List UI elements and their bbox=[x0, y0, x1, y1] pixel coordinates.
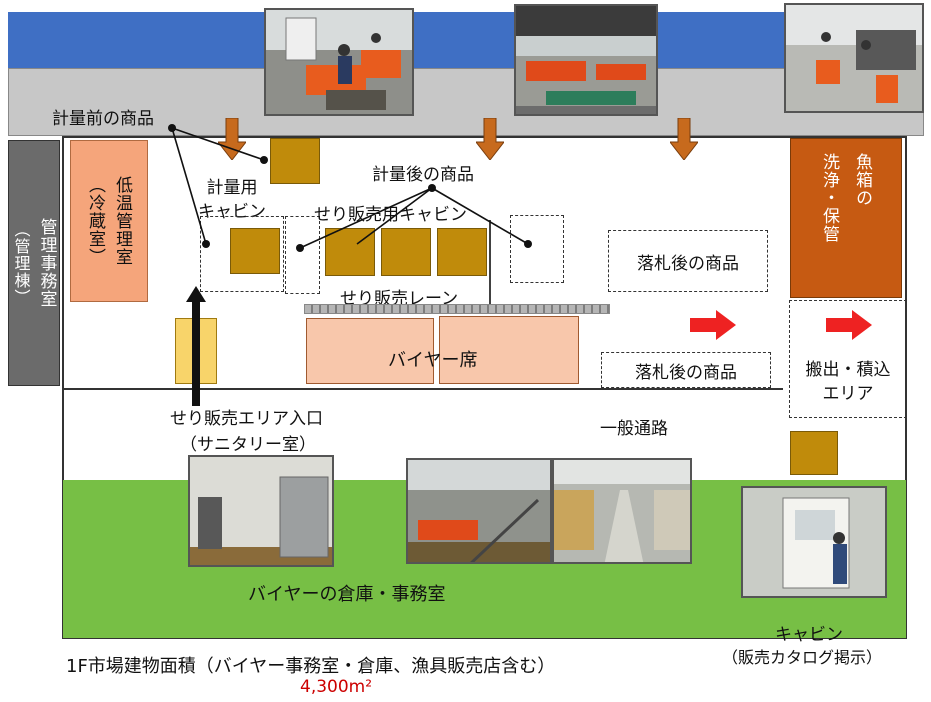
shipping-area-line1: 搬出・積込 bbox=[805, 360, 891, 380]
entrance-label-2: （サニタリー室） bbox=[180, 435, 316, 455]
auction-cabin-2 bbox=[381, 228, 431, 276]
shipping-area bbox=[789, 300, 907, 418]
photo-auction-hall bbox=[514, 4, 658, 116]
fish-box-left: 洗浄・保管 bbox=[819, 153, 839, 243]
right-arrow-2 bbox=[826, 310, 872, 340]
right-arrow-1 bbox=[690, 310, 736, 340]
shipping-area-label: 搬出・積込 エリア bbox=[792, 358, 904, 406]
admin-office-sub: （管理棟） bbox=[11, 220, 31, 306]
buyer-warehouse-label: バイヤーの倉庫・事務室 bbox=[248, 584, 446, 605]
auction-cabin-label: せり販売用キャビン bbox=[314, 205, 467, 225]
blue-top-band bbox=[8, 12, 924, 70]
admin-office: （管理棟） 管理事務室 bbox=[8, 140, 60, 386]
weigh-cabin-line1: 計量用 bbox=[206, 178, 258, 198]
weigh-cabin-area bbox=[200, 216, 284, 292]
weigh-cabin-line2: キャビン bbox=[198, 202, 266, 222]
buyer-seats-label: バイヤー席 bbox=[388, 350, 478, 371]
weigh-cabin-label: 計量用 キャビン bbox=[198, 176, 266, 224]
auction-lane-rail bbox=[304, 304, 610, 314]
cold-room-main: 低温管理室 bbox=[112, 176, 132, 266]
photo-passage bbox=[552, 458, 692, 564]
auction-goods-area bbox=[510, 215, 564, 283]
pre-weigh-box bbox=[270, 138, 320, 184]
down-arrow-3 bbox=[670, 118, 698, 160]
admin-office-main: 管理事務室 bbox=[36, 218, 57, 308]
auction-cabin-3 bbox=[437, 228, 487, 276]
divider-line bbox=[63, 388, 783, 390]
entrance-arrow bbox=[186, 286, 206, 406]
cold-room-sub: （冷蔵室） bbox=[85, 176, 105, 266]
entrance-label-1: せり販売エリア入口 bbox=[170, 409, 323, 429]
fish-box-right: 魚箱の bbox=[852, 153, 872, 207]
won-goods-area-2: 落札後の商品 bbox=[601, 352, 771, 388]
catalog-cabin-box bbox=[790, 431, 838, 475]
shipping-area-line2: エリア bbox=[822, 384, 874, 404]
post-weigh-area bbox=[285, 216, 320, 294]
photo-warehouse-1 bbox=[406, 458, 552, 564]
footer-area-value: 4,300m² bbox=[300, 677, 373, 697]
photo-fish-box bbox=[784, 3, 924, 113]
down-arrow-2 bbox=[476, 118, 504, 160]
buyer-seats-left bbox=[306, 318, 434, 384]
buyer-seats-right bbox=[439, 316, 579, 384]
photo-sanitary-room bbox=[188, 455, 334, 567]
footer-area-label: 1F市場建物面積（バイヤー事務室・倉庫、漁具販売店含む） bbox=[66, 656, 556, 677]
photo-unloading bbox=[264, 8, 414, 116]
general-passage-label: 一般通路 bbox=[600, 419, 668, 439]
gray-unloading-band bbox=[8, 68, 924, 136]
photo-catalog-cabin bbox=[741, 486, 887, 598]
pre-weigh-label: 計量前の商品 bbox=[52, 109, 154, 129]
weigh-cabin-box bbox=[230, 228, 280, 274]
catalog-cabin-sub: （販売カタログ掲示） bbox=[722, 648, 883, 667]
post-weigh-label: 計量後の商品 bbox=[372, 165, 474, 185]
catalog-cabin-title: キャビン bbox=[775, 625, 843, 645]
cold-room: （冷蔵室） 低温管理室 bbox=[70, 140, 148, 302]
fish-box-room: 洗浄・保管 魚箱の bbox=[790, 138, 902, 298]
won-goods-area-1: 落札後の商品 bbox=[608, 230, 768, 292]
